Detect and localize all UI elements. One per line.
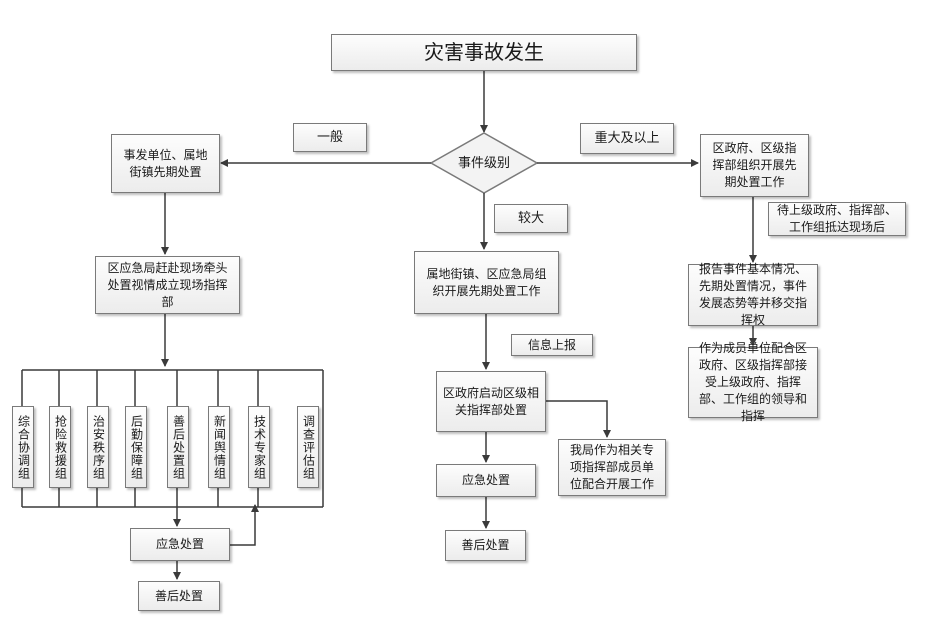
group-box: 综合协调组 xyxy=(12,406,34,488)
left-command-box: 区应急局赶赴现场牵头处置视情成立现场指挥部 xyxy=(95,256,240,314)
group-box: 调查评估组 xyxy=(297,406,319,488)
middle-aftermath-box: 善后处置 xyxy=(445,530,526,561)
group-box: 治安秩序组 xyxy=(87,406,109,488)
group-box: 后勤保障组 xyxy=(125,406,147,488)
decision-label: 事件级别 xyxy=(457,155,510,171)
left-initial-box: 事发单位、属地街镇先期处置 xyxy=(111,134,220,193)
label-larger: 较大 xyxy=(494,204,568,233)
bureau-box: 我局作为相关专项指挥部成员单位配合开展工作 xyxy=(558,439,666,496)
right-initial-box: 区政府、区级指挥部组织开展先期处置工作 xyxy=(700,134,809,197)
group-box: 善后处置组 xyxy=(167,406,189,488)
middle-command-box: 区政府启动区级相关指挥部处置 xyxy=(436,371,546,432)
group-box: 抢险救援组 xyxy=(49,406,71,488)
right-cooperate-box: 作为成员单位配合区政府、区级指挥部接受上级政府、指挥部、工作组的领导和指挥 xyxy=(688,341,818,423)
left-emergency-box: 应急处置 xyxy=(130,528,230,561)
left-aftermath-box: 善后处置 xyxy=(138,581,220,611)
label-major: 重大及以上 xyxy=(580,123,674,154)
wait-label: 待上级政府、指挥部、工作组抵达现场后 xyxy=(768,202,906,236)
label-general: 一般 xyxy=(293,123,367,152)
middle-initial-box: 属地街镇、区应急局组织开展先期处置工作 xyxy=(414,251,559,314)
title-box: 灾害事故发生 xyxy=(331,34,637,71)
group-box: 技术专家组 xyxy=(248,406,270,488)
right-report-box: 报告事件基本情况、先期处置情况，事件发展态势等并移交指挥权 xyxy=(688,262,818,327)
group-box: 新闻舆情组 xyxy=(208,406,230,488)
report-label: 信息上报 xyxy=(511,334,593,356)
middle-emergency-box: 应急处置 xyxy=(436,464,536,497)
